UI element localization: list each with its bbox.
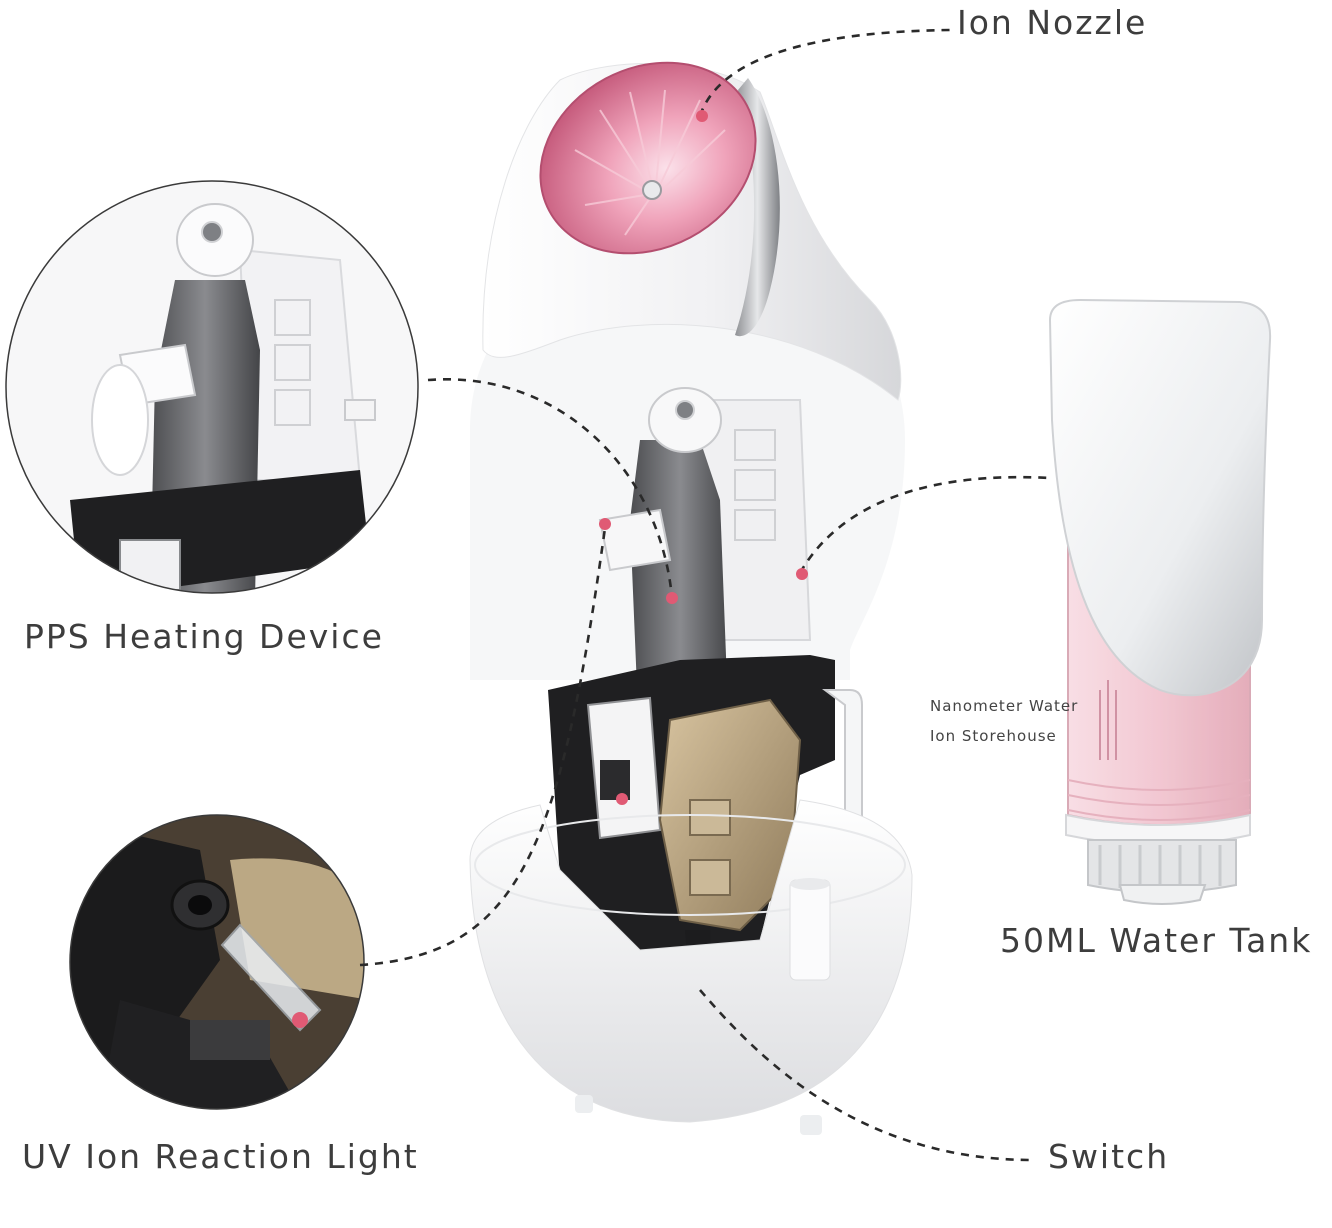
- label-switch: Switch: [1048, 1137, 1170, 1176]
- dot-uv-light: [599, 518, 611, 530]
- water-tank: [1048, 298, 1272, 905]
- heating-detail-circle: [5, 180, 419, 594]
- dot-ion-nozzle: [696, 110, 708, 122]
- label-ion-nozzle: Ion Nozzle: [957, 3, 1148, 42]
- leader-storehouse: [798, 475, 1051, 574]
- tank-lid: [1048, 298, 1272, 697]
- main-device: [469, 61, 913, 1135]
- label-nanometer-line1: Nanometer Water: [930, 697, 1079, 715]
- label-pps-heating-device: PPS Heating Device: [24, 617, 384, 656]
- nozzle-hole: [642, 180, 662, 200]
- dot-pps-heating: [666, 592, 678, 604]
- label-nanometer-line2: Ion Storehouse: [930, 727, 1057, 745]
- leader-switch: [699, 989, 1033, 1162]
- label-uv-ion-reaction-light: UV Ion Reaction Light: [22, 1137, 419, 1176]
- dot-storehouse: [796, 568, 808, 580]
- leader-lines: [359, 28, 1051, 1162]
- dot-circuit: [616, 793, 628, 805]
- label-water-tank: 50ML Water Tank: [1000, 921, 1313, 960]
- uv-light-detail-circle: [69, 814, 365, 1110]
- leader-ion-nozzle: [698, 28, 951, 117]
- leader-uv-light: [359, 527, 607, 967]
- leader-pps-heating: [427, 378, 674, 599]
- chrome-rim: [735, 78, 780, 337]
- marker-dots: [599, 110, 808, 805]
